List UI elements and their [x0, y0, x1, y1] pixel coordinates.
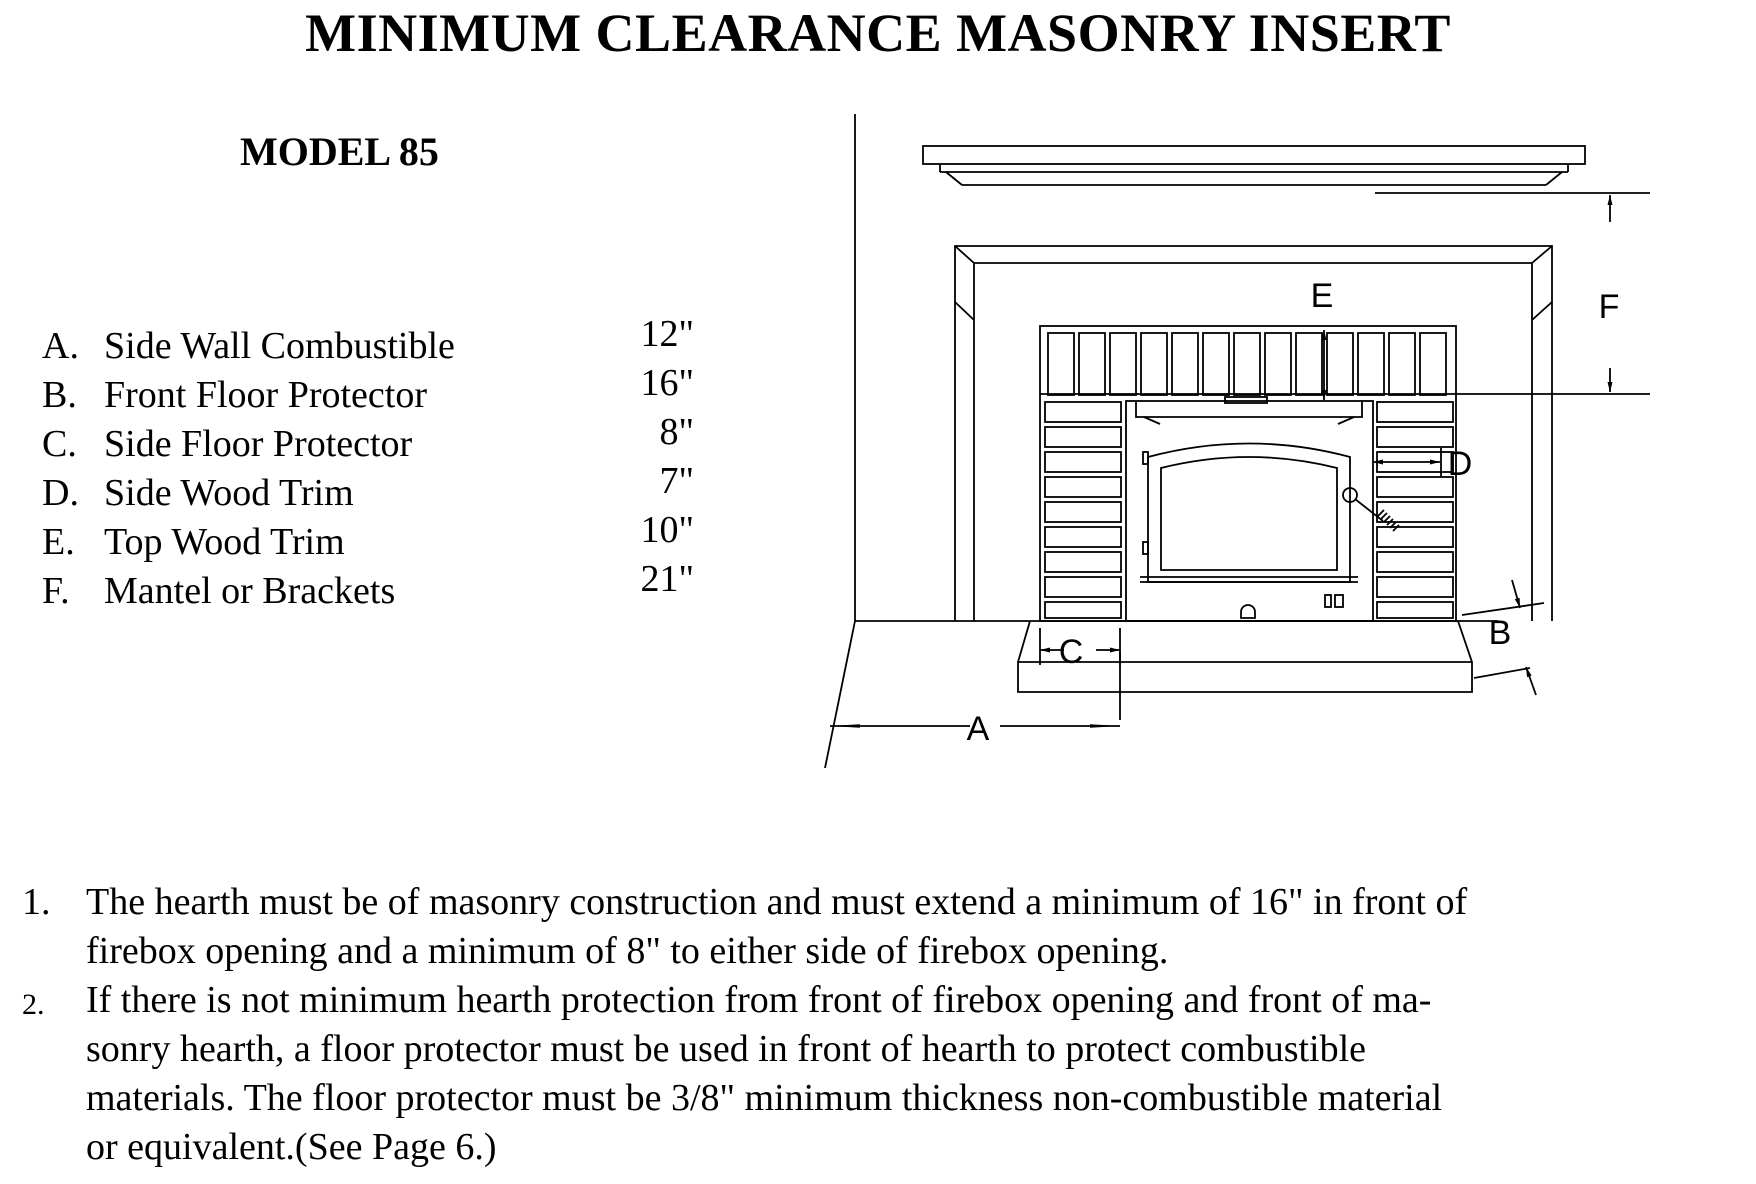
clearance-value: 16" [640, 362, 694, 404]
insert-spring-handle [1377, 509, 1400, 532]
clearance-value: 7" [659, 460, 694, 502]
right-brick-column [1376, 401, 1454, 619]
clearance-letter: C. [42, 423, 77, 465]
insert-damper [1240, 604, 1256, 619]
clearance-letter: E. [42, 521, 75, 563]
clearance-label: Front Floor Protector [104, 374, 427, 416]
dimension-c [1039, 628, 1121, 665]
clearance-letter: B. [42, 374, 77, 416]
clearance-letter: D. [42, 472, 79, 514]
dimension-b [1461, 579, 1545, 696]
insert-glass [1160, 456, 1338, 571]
dimension-label-a: A [967, 710, 990, 748]
insert-unit [1125, 396, 1400, 622]
page-title: MINIMUM CLEARANCE MASONRY INSERT [305, 3, 1451, 63]
note-line: materials. The floor protector must be 3… [86, 1077, 1443, 1119]
clearance-label: Mantel or Brackets [104, 570, 396, 612]
clearance-label: Side Wood Trim [104, 472, 354, 514]
dimension-label-b: B [1489, 614, 1512, 652]
model-label: MODEL 85 [240, 129, 439, 174]
clearance-value: 8" [659, 411, 694, 453]
notes-list: 1. The hearth must be of masonry constru… [18, 878, 1738, 1172]
note-item: 1. The hearth must be of masonry constru… [18, 878, 1738, 976]
clearance-label: Top Wood Trim [104, 521, 345, 563]
note-item: 2. If there is not minimum hearth protec… [18, 976, 1738, 1172]
dimension-f [1040, 192, 1650, 395]
clearance-label: Side Wall Combustible [104, 325, 455, 367]
dimension-d [1373, 448, 1442, 476]
clearance-value: 12" [640, 313, 694, 355]
mantel [922, 145, 1586, 186]
insert-handle [1342, 487, 1358, 503]
dimension-label-d: D [1448, 445, 1473, 483]
left-brick-column [1044, 401, 1122, 619]
insert-door [1147, 442, 1351, 583]
top-brick-row [1047, 332, 1447, 396]
note-line: firebox opening and a minimum of 8" to e… [86, 930, 1169, 972]
hearth [1017, 620, 1473, 693]
wood-trim-surround [954, 245, 1553, 621]
note-number: 1. [22, 881, 51, 923]
clearance-letter: F. [42, 570, 70, 612]
dimension-label-e: E [1311, 277, 1334, 315]
floor-perspective-line [824, 620, 856, 769]
clearance-label: Side Floor Protector [104, 423, 413, 465]
dimension-label-f: F [1599, 288, 1620, 326]
clearance-letter: A. [42, 325, 79, 367]
note-line: The hearth must be of masonry constructi… [86, 881, 1468, 923]
dimension-label-c: C [1059, 633, 1084, 671]
note-line: sonry hearth, a floor protector must be … [86, 1028, 1367, 1070]
clearance-value: 21" [640, 558, 694, 600]
note-number: 2. [22, 988, 45, 1021]
clearance-value: 10" [640, 509, 694, 551]
note-line: If there is not minimum hearth protectio… [86, 979, 1432, 1021]
note-line: or equivalent.(See Page 6.) [86, 1126, 497, 1168]
